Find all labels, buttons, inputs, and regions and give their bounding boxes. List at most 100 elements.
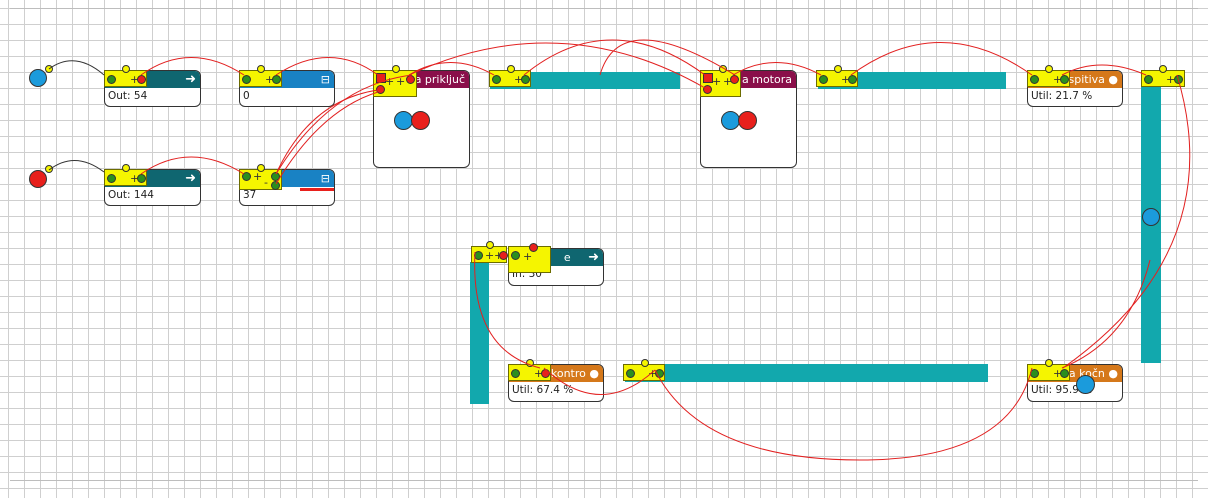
source-entity-blue[interactable] <box>29 69 47 87</box>
input-port-red-2[interactable] <box>730 75 739 84</box>
output-port-green[interactable] <box>271 172 280 181</box>
input-port-red[interactable] <box>137 75 146 84</box>
plus-label: + <box>841 73 851 86</box>
minus-label: - <box>264 176 268 189</box>
conveyor-5[interactable] <box>470 262 489 404</box>
block-stat: Out: 144 <box>108 189 154 201</box>
input-port[interactable] <box>511 251 520 260</box>
service-icon: ● <box>1108 367 1118 380</box>
input-port[interactable] <box>242 75 251 84</box>
plus-label: + <box>253 170 263 183</box>
port-bar[interactable]: + <box>104 164 147 186</box>
conveyor-port-bar[interactable]: + <box>489 65 531 87</box>
output-port[interactable] <box>257 164 265 172</box>
wire-15 <box>474 251 541 369</box>
combine-block-2[interactable]: a motora <box>700 70 797 168</box>
output-port-green[interactable] <box>1060 75 1069 84</box>
conveyor-4[interactable] <box>625 364 988 382</box>
output-port[interactable] <box>1159 65 1167 73</box>
wire-14 <box>1062 74 1191 369</box>
output-port[interactable] <box>641 359 649 367</box>
sink-arrow-icon: ➜ <box>588 250 599 265</box>
conveyor-port-bar[interactable]: + <box>816 65 858 87</box>
output-port-green[interactable] <box>521 75 530 84</box>
plus-label: + <box>523 250 533 263</box>
wire-dark-2 <box>48 160 105 173</box>
wire-4 <box>275 89 379 175</box>
wire-18 <box>1061 259 1151 369</box>
input-port[interactable] <box>1030 75 1039 84</box>
input-port-red[interactable] <box>499 251 508 260</box>
port-bar[interactable]: + <box>508 243 551 273</box>
output-port-green[interactable] <box>848 75 857 84</box>
input-port[interactable] <box>626 369 635 378</box>
input-port-red[interactable] <box>703 85 712 94</box>
block-title: e <box>563 251 571 264</box>
conveyor-port-bar[interactable]: + + <box>471 241 508 263</box>
input-port[interactable] <box>107 75 116 84</box>
output-port-green[interactable] <box>272 75 281 84</box>
output-port-green[interactable] <box>1060 369 1069 378</box>
plus-label: + <box>385 75 395 88</box>
input-port-red[interactable] <box>376 85 385 94</box>
source-entity-red[interactable] <box>29 170 47 188</box>
plus-label: + <box>485 249 495 262</box>
output-port-green[interactable] <box>137 174 146 183</box>
block-title: ispitiva <box>1065 73 1105 86</box>
port-bar[interactable]: + <box>1027 65 1070 87</box>
wire-9 <box>408 42 706 89</box>
block-stat: Util: 67.4 % <box>512 384 574 396</box>
block-title: kontro <box>550 367 586 380</box>
input-port[interactable] <box>242 172 251 181</box>
wire-5 <box>275 91 379 185</box>
input-port[interactable] <box>492 75 501 84</box>
port-bar[interactable]: + <box>104 65 147 87</box>
input-port-square[interactable] <box>376 73 386 83</box>
input-port-square[interactable] <box>703 73 713 83</box>
conveyor-2[interactable] <box>818 72 1006 89</box>
plus-label: + <box>130 172 140 185</box>
output-port[interactable] <box>507 65 515 73</box>
block-stat: Util: 21.7 % <box>1031 90 1093 102</box>
output-port-green-2[interactable] <box>271 181 280 190</box>
plus-label: + <box>265 73 275 86</box>
input-port[interactable] <box>107 174 116 183</box>
input-port-red[interactable] <box>529 243 538 252</box>
output-port[interactable] <box>834 65 842 73</box>
plus-label: + <box>494 250 503 261</box>
wire-17 <box>654 367 1033 461</box>
wire-16 <box>543 367 656 395</box>
wire-10 <box>732 62 822 76</box>
output-port[interactable] <box>392 65 400 73</box>
input-port[interactable] <box>511 369 520 378</box>
wire-dark-1 <box>48 60 105 76</box>
entity-red <box>411 111 430 130</box>
output-port[interactable] <box>719 65 727 73</box>
port-bar[interactable]: + <box>239 65 282 87</box>
wire-11 <box>850 42 1033 76</box>
output-port[interactable] <box>122 164 130 172</box>
output-port[interactable] <box>122 65 130 73</box>
canvas-top-border <box>10 8 1198 9</box>
plus-label: + <box>648 367 658 380</box>
wire-2 <box>140 156 245 175</box>
service-block-1[interactable]: ispitiva ● Util: 21.7 % <box>1027 70 1123 107</box>
output-port[interactable] <box>1045 359 1053 367</box>
queue-icon: ⊟ <box>320 73 330 86</box>
wire-13 <box>1061 64 1147 76</box>
port-bar[interactable]: + - <box>239 164 282 190</box>
conveyor-port-bar[interactable]: + <box>623 359 665 381</box>
output-port[interactable] <box>486 241 494 249</box>
conveyor-port-bar[interactable]: + <box>1141 65 1185 87</box>
input-port[interactable] <box>1144 75 1153 84</box>
plus-label: + <box>1053 367 1063 380</box>
wire-6 <box>275 74 413 175</box>
conveyor-1[interactable] <box>490 72 680 89</box>
output-port[interactable] <box>1045 65 1053 73</box>
input-port[interactable] <box>819 75 828 84</box>
source-output-port[interactable] <box>45 165 53 173</box>
output-port[interactable] <box>257 65 265 73</box>
entity-in-service-blue <box>1076 375 1095 394</box>
